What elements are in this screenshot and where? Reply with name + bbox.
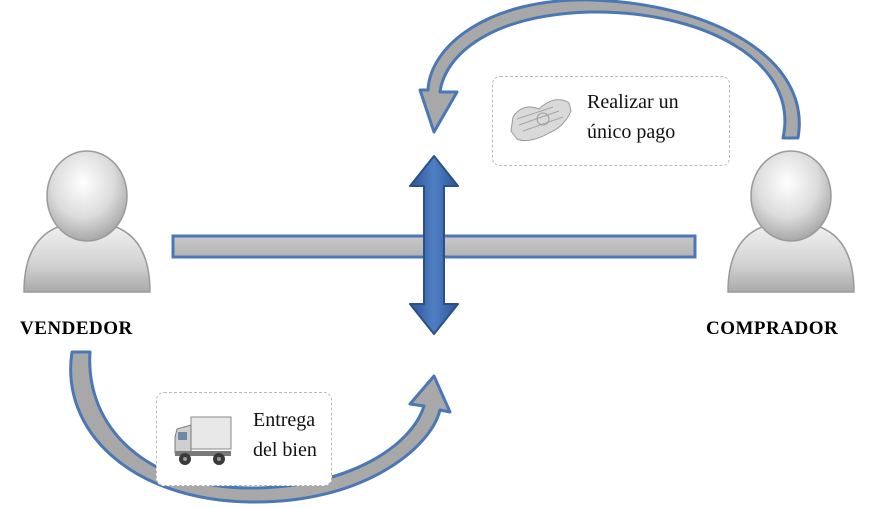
payment-note: Realizar un único pago bbox=[492, 76, 730, 166]
delivery-note: Entrega del bien bbox=[156, 392, 332, 486]
payment-note-text: Realizar un único pago bbox=[587, 87, 727, 147]
delivery-note-line1: Entrega bbox=[253, 409, 316, 431]
buyer-label: COMPRADOR bbox=[706, 318, 839, 339]
buyer-person-icon bbox=[727, 150, 855, 293]
delivery-note-line2: del bien bbox=[253, 439, 317, 461]
payment-note-line2: único pago bbox=[587, 121, 676, 143]
delivery-note-text: Entrega del bien bbox=[253, 405, 333, 465]
payment-note-line1: Realizar un bbox=[587, 91, 679, 113]
seller-label: VENDEDOR bbox=[20, 318, 133, 339]
banknote-icon bbox=[510, 99, 572, 142]
double-arrow bbox=[409, 155, 459, 335]
payment-curved-arrow bbox=[418, 0, 801, 140]
truck-icon bbox=[174, 416, 232, 465]
seller-person-icon bbox=[23, 150, 151, 293]
